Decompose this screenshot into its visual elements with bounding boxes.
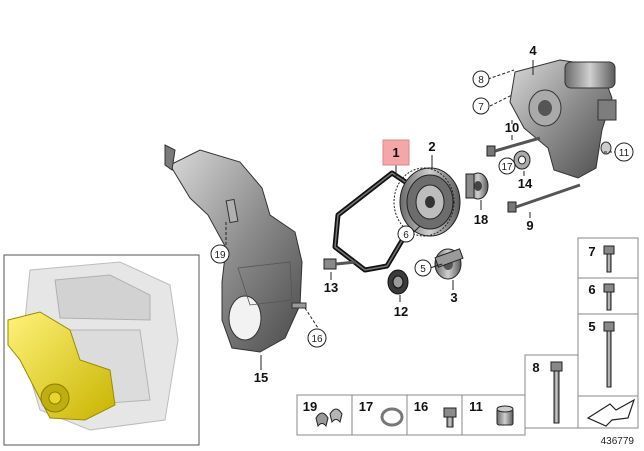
- callout-9: 9: [526, 218, 533, 233]
- callout-17: 17: [501, 162, 513, 173]
- seal-part-12: [387, 269, 409, 295]
- callout-7: 7: [478, 102, 484, 113]
- callout-1: 1: [392, 145, 399, 160]
- tensioner-part-3: [434, 248, 464, 280]
- callout-18: 18: [474, 212, 488, 227]
- callout-14: 14: [518, 176, 533, 191]
- callout-19: 19: [214, 250, 226, 261]
- legend-label-6: 6: [588, 282, 595, 297]
- bracket-part-4: [509, 59, 617, 179]
- timing-cover-part-15: [164, 144, 307, 353]
- diagram-number: 436779: [601, 436, 635, 447]
- legend-label-5: 5: [588, 319, 595, 334]
- view-direction-arrow: [577, 395, 639, 429]
- callout-19-circle: [210, 244, 230, 264]
- highlighted-timing-cover-icon: [7, 311, 116, 421]
- callout-8: 8: [478, 75, 484, 86]
- bolt-8-icon: [550, 361, 563, 372]
- idler-part-18: [465, 172, 489, 200]
- bolt-part-13: [323, 258, 357, 270]
- callout-1-highlight: [382, 139, 410, 166]
- legend-label-7: 7: [588, 244, 595, 259]
- bolt-part-9: [507, 183, 581, 213]
- legend-bolt-8: 8: [524, 354, 579, 429]
- nut-16-icon: [443, 407, 457, 418]
- legend-label-16: 16: [414, 399, 428, 414]
- legend-label-8: 8: [532, 360, 539, 375]
- callout-4: 4: [529, 43, 537, 58]
- callout-6: 6: [403, 230, 409, 241]
- belt-part-1: [332, 170, 416, 273]
- callout-15: 15: [254, 370, 268, 385]
- callout-3: 3: [450, 290, 457, 305]
- callout-13: 13: [324, 280, 338, 295]
- arrow-icon: [586, 398, 636, 427]
- legend-label-19: 19: [303, 399, 317, 414]
- callout-16: 16: [311, 334, 323, 345]
- callout-17-circle: [498, 157, 516, 175]
- legend-right-column: 7 6 5: [577, 237, 639, 397]
- pulley-part-2: [393, 167, 461, 237]
- legend-label-11: 11: [469, 399, 483, 414]
- bolt-7-icon: [603, 245, 615, 255]
- callout-5-circle: [414, 259, 432, 277]
- clip-19-icon: [315, 412, 329, 428]
- bolt-part-10: [486, 136, 541, 157]
- callout-11: 11: [619, 148, 630, 159]
- legend-label-17: 17: [359, 399, 373, 414]
- callout-12: 12: [394, 304, 408, 319]
- engine-inset: [3, 254, 200, 446]
- callout-7-circle: [472, 97, 490, 115]
- bolt-6-icon: [603, 283, 615, 293]
- callout-5: 5: [420, 264, 426, 275]
- callout-2: 2: [428, 139, 435, 154]
- bolt-5-icon: [603, 321, 615, 332]
- callout-10: 10: [505, 120, 519, 135]
- callout-16-circle: [307, 328, 327, 348]
- legend-bottom-row: 19 17 16 11: [296, 394, 526, 436]
- callout-8-circle: [472, 70, 490, 88]
- callout-6-circle: [397, 225, 415, 243]
- callout-11-circle: [614, 142, 634, 162]
- ring-17-icon: [380, 407, 404, 427]
